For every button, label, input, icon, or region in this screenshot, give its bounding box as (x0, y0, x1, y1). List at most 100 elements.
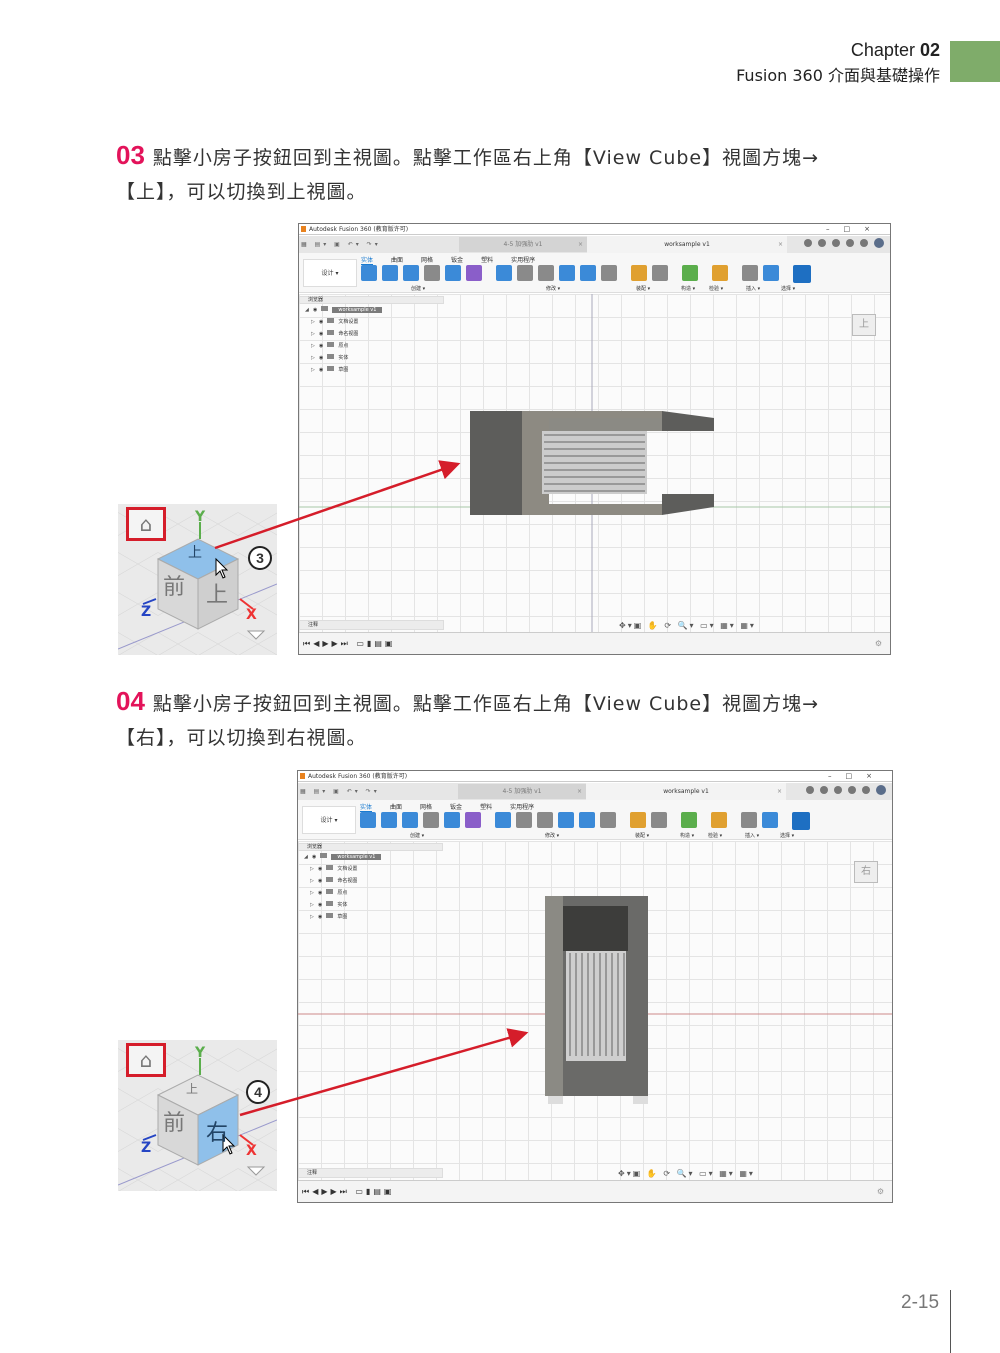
timeline-bar[interactable]: ⏮◀▶▶⏭ ▭▮▤▣⚙ (299, 632, 890, 654)
visibility-eye-icon[interactable]: ◉ (318, 866, 323, 872)
hole-icon[interactable] (423, 812, 439, 828)
sketch-icon[interactable] (360, 812, 376, 828)
browser-tree-item[interactable]: ▷◉文档设置 (299, 316, 444, 328)
view-cube-large[interactable]: Y X Z (118, 504, 277, 655)
extrude-icon[interactable] (381, 812, 397, 828)
plane-icon[interactable] (682, 265, 698, 281)
ribbon-group-1[interactable]: 修改 ▾ (546, 286, 561, 292)
revolve-icon[interactable] (403, 265, 419, 281)
expand-arrow-icon[interactable]: ▷ (310, 866, 314, 872)
bell-icon[interactable] (848, 786, 856, 794)
ribbon-tab[interactable]: 网格 (421, 257, 434, 264)
pattern-icon[interactable] (445, 265, 461, 281)
fillet-icon[interactable] (516, 812, 532, 828)
clock-icon[interactable] (832, 239, 840, 247)
browser-tree-item[interactable]: ▷◉实体 (298, 899, 443, 911)
expand-arrow-icon[interactable]: ▷ (310, 890, 314, 896)
add-icon[interactable] (806, 786, 814, 794)
navigation-bar[interactable]: ✥▾▣ ✋ ⟳ 🔍▾ ▭▾ ▦▾ ▦▾ (619, 621, 756, 630)
visibility-eye-icon[interactable]: ◉ (318, 902, 323, 908)
visibility-eye-icon[interactable]: ◉ (319, 367, 324, 373)
navigation-bar[interactable]: ✥▾▣ ✋ ⟳ 🔍▾ ▭▾ ▦▾ ▦▾ (618, 1169, 755, 1178)
cube-face-front[interactable]: 前 (163, 1111, 186, 1136)
avatar[interactable] (874, 238, 884, 248)
canvas-viewport[interactable]: 浏览器◢◉worksample v1▷◉文档设置▷◉命名视图▷◉原点▷◉实体▷◉… (299, 294, 890, 634)
canvas-viewport[interactable]: 浏览器◢◉worksample v1▷◉文档设置▷◉命名视图▷◉原点▷◉实体▷◉… (298, 841, 892, 1180)
browser-tree-item[interactable]: ▷◉实体 (299, 352, 444, 364)
browser-tree-item[interactable]: ▷◉命名视图 (299, 328, 444, 340)
cube-face-side[interactable]: 上 (206, 583, 229, 608)
ribbon-group-1[interactable]: 修改 ▾ (545, 833, 560, 839)
cube-face-top[interactable]: 上 (188, 545, 202, 561)
shell-icon[interactable] (537, 812, 553, 828)
job-status-icon[interactable] (820, 786, 828, 794)
design-workspace-dropdown[interactable]: 设计 ▾ (302, 806, 356, 834)
ribbon-tab[interactable]: 曲面 (390, 804, 403, 811)
measure-icon[interactable] (712, 265, 728, 281)
document-tab-inactive[interactable]: 4-5 加强肋 v1× (458, 784, 586, 799)
ribbon-tab[interactable]: 实体 (361, 257, 374, 265)
move-icon[interactable] (601, 265, 617, 281)
extrude-icon[interactable] (382, 265, 398, 281)
window-controls[interactable]: –□× (828, 772, 886, 780)
insert-icon[interactable] (742, 265, 758, 281)
visibility-eye-icon[interactable]: ◉ (313, 307, 318, 313)
expand-arrow-icon[interactable]: ▷ (310, 902, 314, 908)
as-built-joint-icon[interactable] (652, 265, 668, 281)
press-pull-icon[interactable] (496, 265, 512, 281)
visibility-eye-icon[interactable]: ◉ (318, 878, 323, 884)
ribbon-group-2[interactable]: 装配 ▾ (635, 833, 650, 839)
help-icon[interactable] (860, 239, 868, 247)
browser-tree-item[interactable]: ▷◉文档设置 (298, 863, 443, 875)
hole-icon[interactable] (424, 265, 440, 281)
home-view-icon[interactable]: ⌂ (126, 1043, 166, 1077)
ribbon-tab[interactable]: 钣金 (451, 257, 464, 264)
close-tab-icon[interactable]: × (577, 241, 583, 248)
browser-tree-item[interactable]: ▷◉命名视图 (298, 875, 443, 887)
visibility-eye-icon[interactable]: ◉ (318, 914, 323, 920)
measure-icon[interactable] (711, 812, 727, 828)
expand-arrow-icon[interactable]: ▷ (311, 319, 315, 325)
expand-arrow-icon[interactable]: ▷ (311, 331, 315, 337)
plane-icon[interactable] (681, 812, 697, 828)
clock-icon[interactable] (834, 786, 842, 794)
comments-panel[interactable]: 注释 (299, 620, 444, 630)
browser-tree-item[interactable]: ▷◉草图 (299, 364, 444, 376)
ribbon-group-5[interactable]: 插入 ▾ (745, 833, 760, 839)
align-icon[interactable] (580, 265, 596, 281)
select-icon[interactable] (792, 812, 810, 830)
new-component-icon[interactable] (466, 265, 482, 281)
ribbon-tab[interactable]: 钣金 (450, 804, 463, 811)
visibility-eye-icon[interactable]: ◉ (319, 319, 324, 325)
ribbon-tab[interactable]: 实体 (360, 804, 373, 812)
ribbon-group-4[interactable]: 检验 ▾ (709, 286, 724, 292)
ribbon-tab[interactable]: 曲面 (391, 257, 404, 264)
settings-gear-icon[interactable]: ⚙ (874, 639, 885, 648)
quick-access-toolbar[interactable]: ▦ ▤▾ ▣ ↶▾ ↷▾ (301, 241, 381, 248)
ribbon-group-0[interactable]: 创建 ▾ (410, 833, 425, 839)
visibility-eye-icon[interactable]: ◉ (318, 890, 323, 896)
view-cube-large[interactable]: Y X Z (118, 1040, 277, 1191)
canvas-icon[interactable] (763, 265, 779, 281)
expand-arrow-icon[interactable]: ▷ (311, 367, 315, 373)
as-built-joint-icon[interactable] (651, 812, 667, 828)
timeline-controls[interactable]: ⏮◀▶▶⏭ ▭▮▤▣ (302, 1187, 395, 1196)
combine-icon[interactable] (559, 265, 575, 281)
quick-access-toolbar[interactable]: ▦ ▤▾ ▣ ↶▾ ↷▾ (300, 788, 380, 795)
ribbon-tab[interactable]: 实用程序 (510, 804, 535, 811)
expand-arrow-icon[interactable]: ◢ (304, 854, 308, 860)
insert-icon[interactable] (741, 812, 757, 828)
avatar[interactable] (876, 785, 886, 795)
sketch-icon[interactable] (361, 265, 377, 281)
joint-icon[interactable] (631, 265, 647, 281)
browser-tree-item[interactable]: ▷◉原点 (298, 887, 443, 899)
settings-gear-icon[interactable]: ⚙ (876, 1187, 887, 1196)
close-tab-icon[interactable]: × (777, 241, 783, 248)
3d-model[interactable] (298, 841, 893, 1182)
press-pull-icon[interactable] (495, 812, 511, 828)
expand-arrow-icon[interactable]: ▷ (310, 878, 314, 884)
close-tab-icon[interactable]: × (576, 788, 582, 795)
browser-header[interactable]: 浏览器 (299, 296, 444, 304)
browser-tree-item[interactable]: ◢◉worksample v1 (299, 304, 444, 316)
combine-icon[interactable] (558, 812, 574, 828)
